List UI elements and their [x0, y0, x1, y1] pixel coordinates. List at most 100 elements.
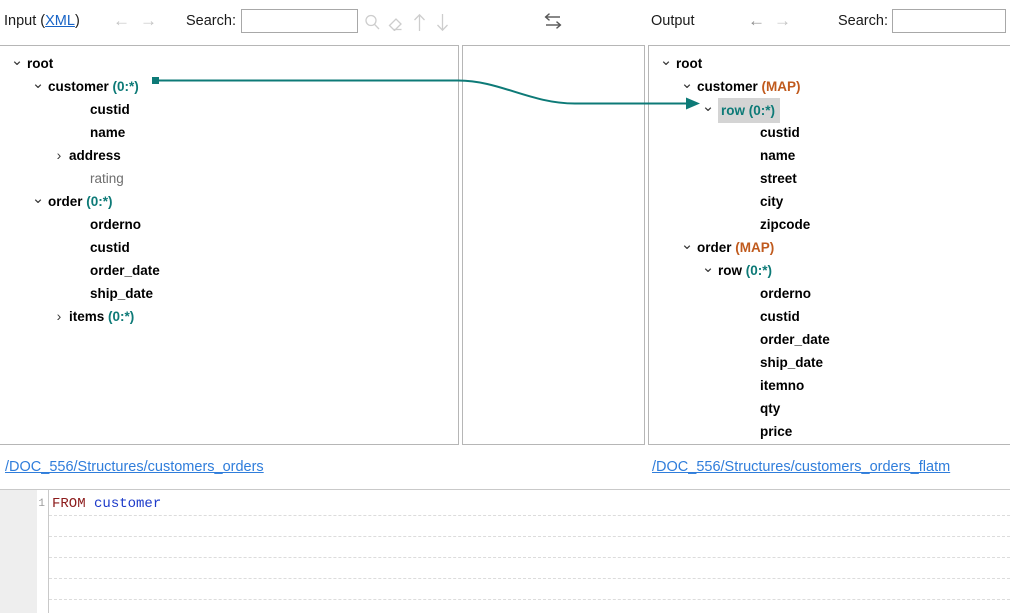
- input-format-link[interactable]: XML: [45, 13, 75, 29]
- tree-node[interactable]: rating: [0, 167, 458, 190]
- editor-line-separator: [49, 536, 1010, 537]
- input-search-input[interactable]: [241, 9, 358, 33]
- tree-node-label: root: [676, 56, 703, 71]
- sql-keyword: FROM: [52, 496, 86, 512]
- tree-node-label: ship_date: [90, 286, 154, 301]
- tree-node[interactable]: › items (0:*): [0, 305, 458, 328]
- tree-node-label: price: [760, 424, 793, 439]
- tree-node[interactable]: ⌄row (0:*): [649, 98, 1010, 123]
- tree-node[interactable]: ⌄customer (MAP): [649, 75, 1010, 98]
- tree-node[interactable]: ⌄root: [0, 52, 458, 75]
- tree-node[interactable]: orderno: [649, 282, 1010, 305]
- output-panel-title: Output: [651, 13, 695, 29]
- tree-node-label: zipcode: [760, 217, 811, 232]
- tree-node[interactable]: › address: [0, 144, 458, 167]
- tree-node[interactable]: name: [0, 121, 458, 144]
- tree-node-label: customer (MAP): [697, 79, 801, 94]
- editor-line-number-column: 1: [37, 490, 48, 613]
- search-icon[interactable]: [364, 14, 381, 31]
- tree-node[interactable]: ship_date: [649, 351, 1010, 374]
- tree-node[interactable]: qty: [649, 397, 1010, 420]
- tree-node-label: items (0:*): [69, 309, 135, 324]
- tree-node-label: qty: [760, 401, 781, 416]
- toolbar: Input (XML) ← → Search: Output ← → Searc…: [0, 0, 1010, 44]
- swap-arrows-icon[interactable]: [542, 12, 564, 32]
- arrow-up-icon[interactable]: [411, 13, 428, 31]
- tree-node[interactable]: custid: [649, 121, 1010, 144]
- editor-line-separator: [49, 578, 1010, 579]
- output-path-link[interactable]: /DOC_556/Structures/customers_orders_fla…: [652, 459, 951, 475]
- input-path-link[interactable]: /DOC_556/Structures/customers_orders: [5, 459, 264, 475]
- tree-node-label: custid: [760, 125, 800, 140]
- horizontal-divider: [0, 489, 1010, 490]
- tree-node-label: custid: [90, 240, 130, 255]
- query-editor[interactable]: 1 FROM customer: [0, 490, 1010, 613]
- sql-identifier: customer: [85, 496, 162, 512]
- output-search-input[interactable]: [892, 9, 1006, 33]
- tree-node[interactable]: custid: [0, 98, 458, 121]
- tree-node-label: custid: [90, 102, 130, 117]
- tree-node-label: itemno: [760, 378, 805, 393]
- chevron-down-icon[interactable]: ⌄: [31, 190, 45, 207]
- chevron-right-icon[interactable]: ›: [56, 308, 62, 324]
- editor-line-number: 1: [38, 498, 45, 510]
- tree-node-label: custid: [760, 309, 800, 324]
- tree-node[interactable]: ship_date: [0, 282, 458, 305]
- editor-code-line[interactable]: FROM customer: [52, 494, 161, 515]
- chevron-down-icon[interactable]: ⌄: [31, 75, 45, 92]
- input-nav-back-button[interactable]: ←: [113, 11, 130, 30]
- tree-node-label: street: [760, 171, 797, 186]
- eraser-icon[interactable]: [387, 14, 404, 32]
- mapping-canvas-panel[interactable]: [462, 45, 645, 445]
- editor-line-separator: [49, 599, 1010, 600]
- tree-node[interactable]: ⌄row (0:*): [649, 259, 1010, 282]
- editor-gutter: [0, 490, 37, 613]
- tree-node-label: orderno: [760, 286, 812, 301]
- input-panel-title: Input (XML): [4, 13, 80, 29]
- tree-node[interactable]: orderno: [0, 213, 458, 236]
- tree-node[interactable]: price: [649, 420, 1010, 443]
- tree-node[interactable]: order_date: [0, 259, 458, 282]
- chevron-down-icon[interactable]: ⌄: [680, 75, 694, 92]
- chevron-right-icon[interactable]: ›: [56, 147, 62, 163]
- tree-node[interactable]: city: [649, 190, 1010, 213]
- tree-node-label: orderno: [90, 217, 142, 232]
- tree-node-label: name: [90, 125, 126, 140]
- tree-node[interactable]: ⌄order (0:*): [0, 190, 458, 213]
- tree-node[interactable]: ⌄customer (0:*): [0, 75, 458, 98]
- input-search-label: Search:: [186, 13, 236, 29]
- tree-node[interactable]: ⌄order (MAP): [649, 236, 1010, 259]
- tree-node-label: ship_date: [760, 355, 824, 370]
- tree-node[interactable]: custid: [0, 236, 458, 259]
- chevron-down-icon[interactable]: ⌄: [701, 259, 715, 276]
- tree-node[interactable]: zipcode: [649, 213, 1010, 236]
- tree-node-label: order_date: [760, 332, 830, 347]
- tree-node[interactable]: name: [649, 144, 1010, 167]
- output-search-label: Search:: [838, 13, 888, 29]
- arrow-down-icon[interactable]: [434, 13, 451, 32]
- tree-node[interactable]: custid: [649, 305, 1010, 328]
- chevron-down-icon[interactable]: ⌄: [659, 52, 673, 69]
- tree-node-label: address: [69, 148, 121, 163]
- tree-node-label: customer (0:*): [48, 79, 139, 94]
- chevron-down-icon[interactable]: ⌄: [701, 98, 715, 115]
- tree-node-label: row (0:*): [718, 263, 773, 278]
- tree-node-label: row (0:*): [718, 98, 781, 123]
- chevron-down-icon[interactable]: ⌄: [10, 52, 24, 69]
- tree-node[interactable]: order_date: [649, 328, 1010, 351]
- tree-node[interactable]: itemno: [649, 374, 1010, 397]
- chevron-down-icon[interactable]: ⌄: [680, 236, 694, 253]
- tree-node-label: order (MAP): [697, 240, 775, 255]
- tree-node[interactable]: street: [649, 167, 1010, 190]
- output-nav-back-button[interactable]: ←: [748, 11, 765, 30]
- input-nav-forward-button[interactable]: →: [140, 11, 157, 30]
- tree-node[interactable]: ⌄root: [649, 52, 1010, 75]
- output-nav-forward-button[interactable]: →: [774, 11, 791, 30]
- tree-node-label: root: [27, 56, 54, 71]
- editor-line-separator: [49, 515, 1010, 516]
- tree-node-label: city: [760, 194, 784, 209]
